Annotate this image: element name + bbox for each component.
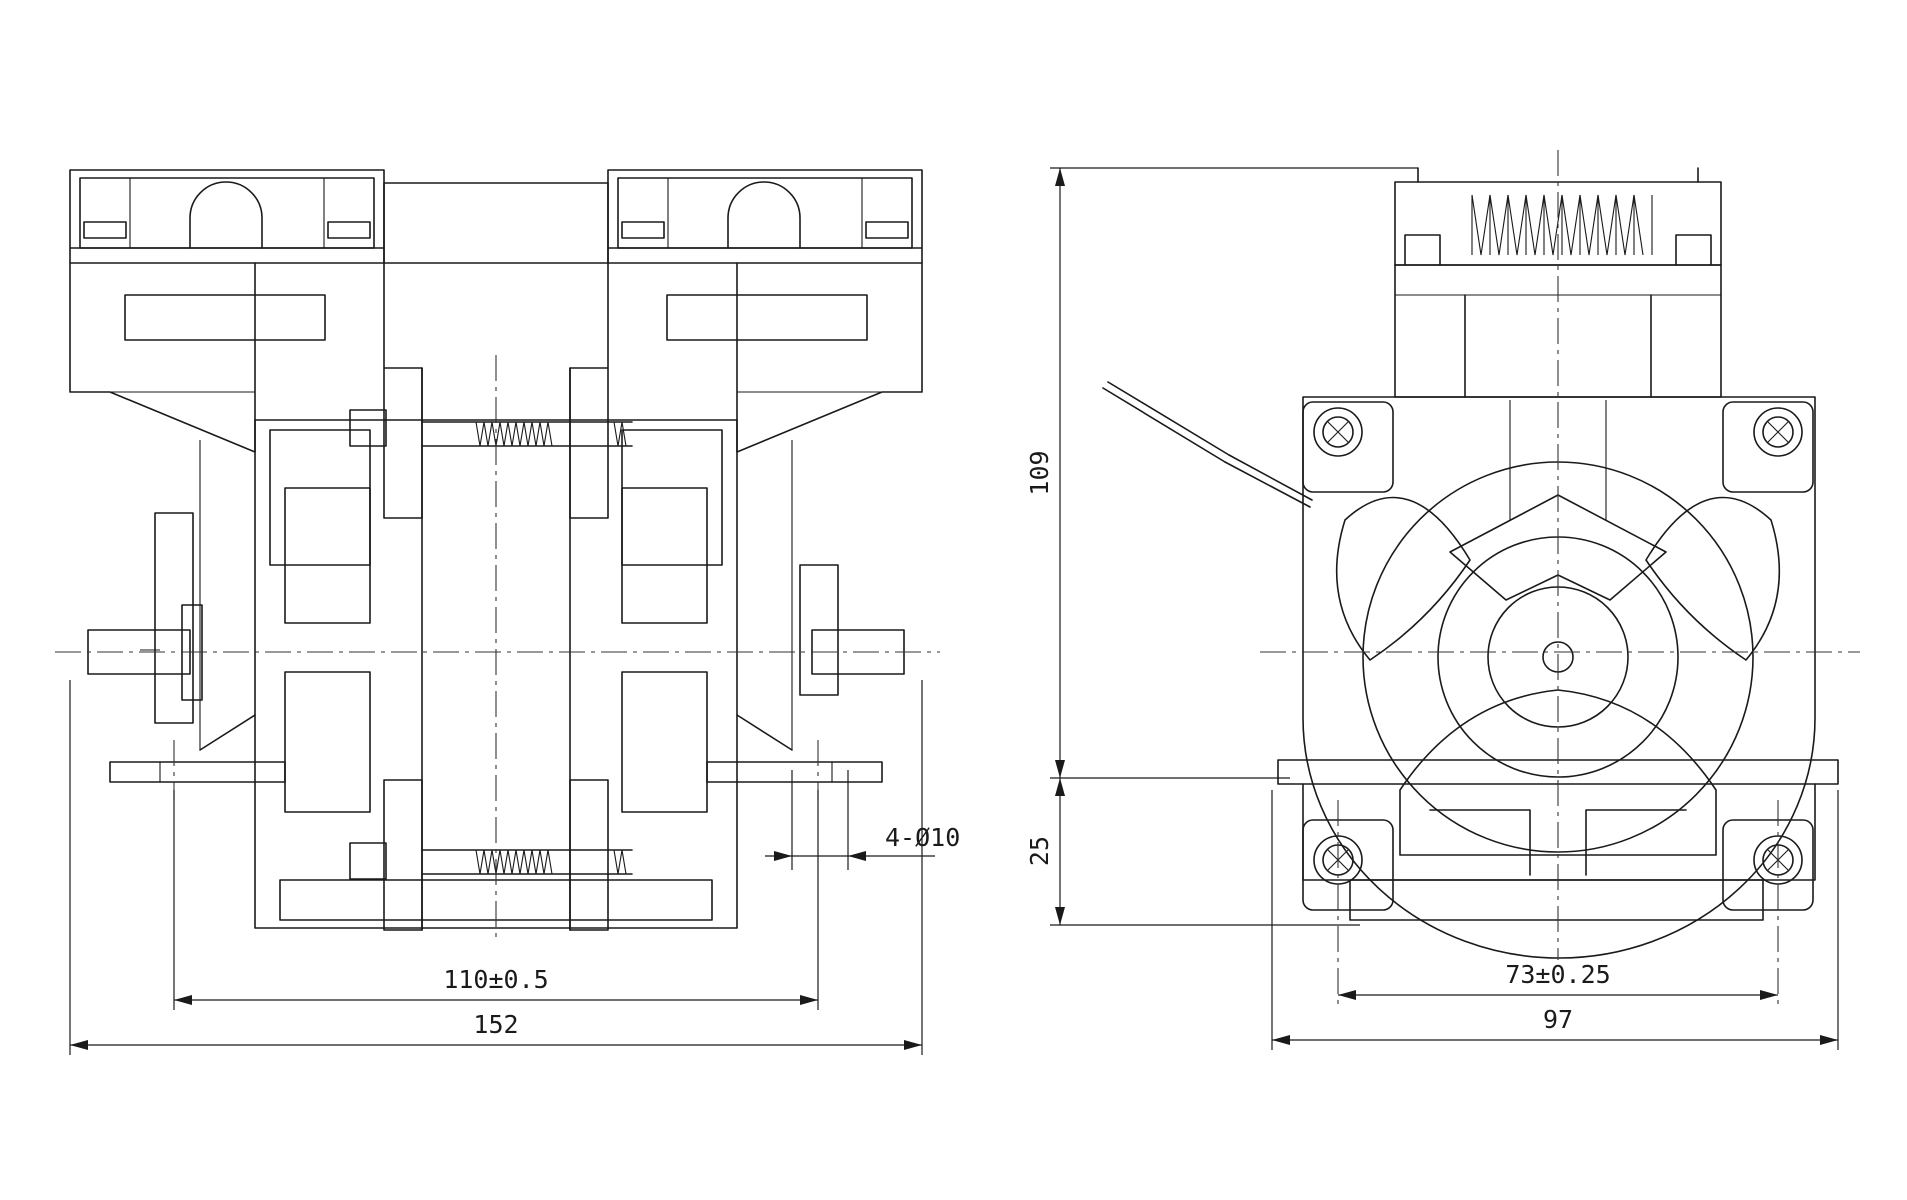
dim-end-overall-width: 97 — [1271, 790, 1839, 1050]
label-4-phi-10: 4-Ø10 — [885, 823, 960, 852]
label-25: 25 — [1025, 836, 1054, 866]
screw-top-left — [1313, 407, 1363, 457]
upper-housings — [69, 262, 923, 453]
left-top-cap — [69, 169, 385, 264]
end-view: 109 25 73±0.25 97 — [1025, 150, 1860, 1050]
dim-end-base-height: 25 — [1025, 778, 1360, 926]
mount-flanges — [109, 714, 883, 783]
lead-wire — [1102, 381, 1313, 508]
screw-top-right — [1753, 407, 1803, 457]
dim-end-mount-span: 73±0.25 — [1338, 960, 1778, 1000]
side-view: 110±0.5 152 4-Ø10 — [55, 169, 960, 1055]
label-110: 110±0.5 — [443, 965, 548, 994]
right-top-cap — [607, 169, 923, 264]
label-73: 73±0.25 — [1505, 960, 1610, 989]
clamp-bolts — [349, 409, 633, 880]
brackets — [383, 367, 609, 931]
dim-side-mount-span: 110±0.5 — [173, 790, 819, 1010]
dim-end-height: 109 — [1025, 167, 1418, 779]
dim-side-overall-width: 152 — [69, 680, 923, 1055]
center-bridge — [383, 182, 609, 264]
label-109: 109 — [1025, 450, 1054, 495]
label-97: 97 — [1543, 1005, 1573, 1034]
dim-hole-callout: 4-Ø10 — [765, 770, 960, 870]
label-152: 152 — [473, 1010, 518, 1039]
